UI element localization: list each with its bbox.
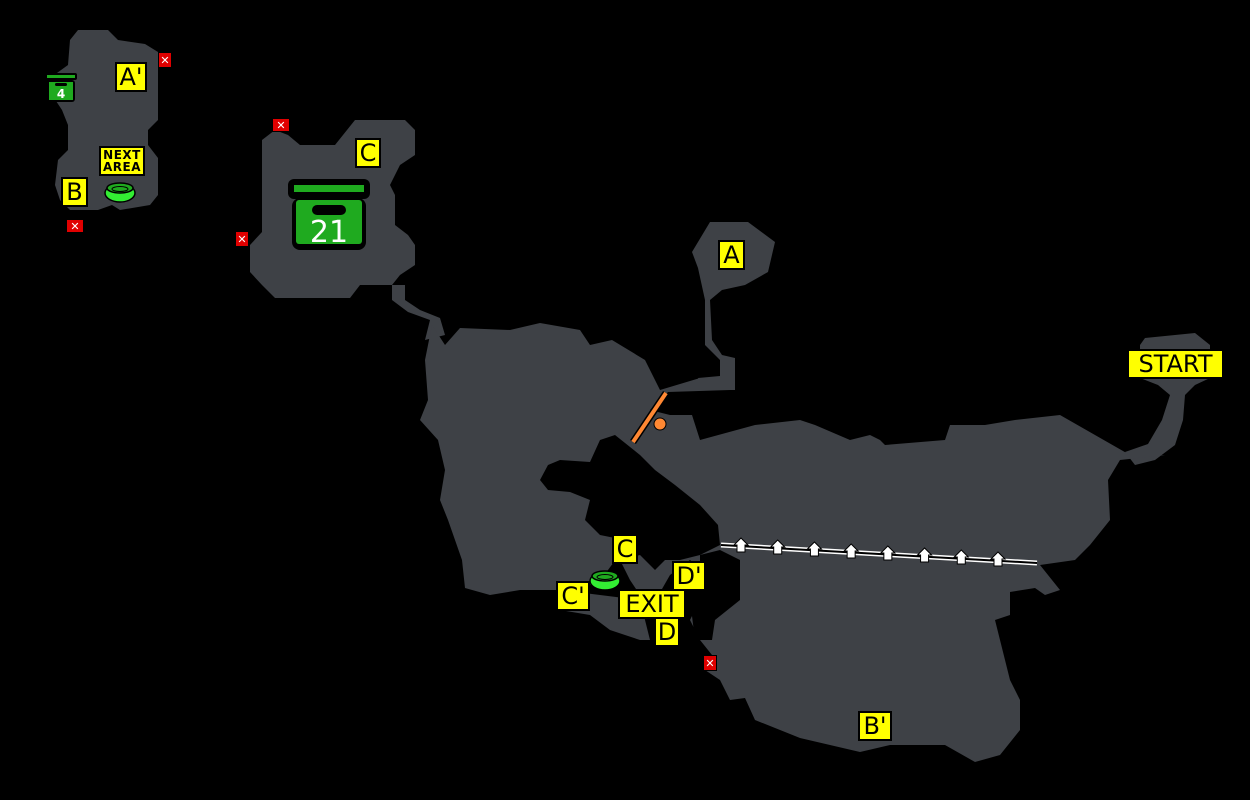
next-area-label: NEXT AREA [99, 146, 145, 176]
marker-a: A [718, 240, 745, 270]
warp-inner [596, 574, 614, 580]
marker-b: B [61, 177, 88, 207]
conveyor-arrow-up-icon [769, 539, 786, 555]
trap-icon: ✕ [272, 118, 290, 132]
trap-icon: ✕ [235, 231, 249, 247]
chest-body-fill [49, 82, 73, 100]
marker-start: START [1127, 349, 1224, 379]
marker-a-prime: A' [115, 62, 147, 92]
barrier-switch-icon[interactable] [653, 417, 667, 431]
marker-d-prime: D' [672, 561, 706, 591]
conveyor-arrow-up-icon [989, 551, 1007, 567]
conveyor-arrow-up-icon [879, 545, 897, 561]
warp-inner [111, 186, 129, 192]
trap-icon: ✕ [158, 52, 172, 68]
chest-lid-fill [47, 75, 75, 78]
conveyor-arrow-up-icon [916, 547, 933, 563]
marker-c-lower: C [612, 534, 638, 564]
conveyor-arrow-up-icon [732, 537, 750, 553]
chest-lock [55, 83, 67, 86]
marker-exit[interactable]: EXIT [618, 589, 686, 619]
chest-count-small: 4 [57, 87, 65, 101]
marker-c-upper: C [355, 138, 381, 168]
next-area-line1: NEXT [103, 148, 141, 162]
chest-lock [312, 205, 346, 215]
warp-pad-exit[interactable] [588, 568, 622, 592]
trap-icon: ✕ [703, 655, 717, 671]
next-area-line2: AREA [103, 160, 142, 174]
room-a [692, 222, 775, 390]
cave-floor [50, 30, 1210, 762]
chest-lid-fill [294, 185, 364, 192]
conveyor-arrow-up-icon [953, 549, 970, 565]
marker-c-prime: C' [556, 581, 590, 611]
marker-d: D [654, 617, 680, 647]
marker-b-prime: B' [858, 711, 892, 741]
main-cave [420, 323, 1165, 762]
conveyor-arrow-up-icon [842, 543, 860, 559]
conveyor-belt [720, 537, 1038, 567]
chest-count-large: 21 [310, 215, 348, 250]
warp-pad-next-area[interactable] [103, 180, 137, 204]
barrier-line-fill [631, 391, 668, 444]
barrier [630, 391, 669, 444]
treasure-chest-large[interactable]: 21 [287, 178, 371, 252]
conveyor-arrow-up-icon [806, 541, 823, 557]
trap-icon: ✕ [66, 219, 84, 233]
central-pillar [540, 435, 720, 570]
corridor-c [392, 285, 445, 340]
treasure-chest-small[interactable]: 4 [44, 72, 78, 104]
